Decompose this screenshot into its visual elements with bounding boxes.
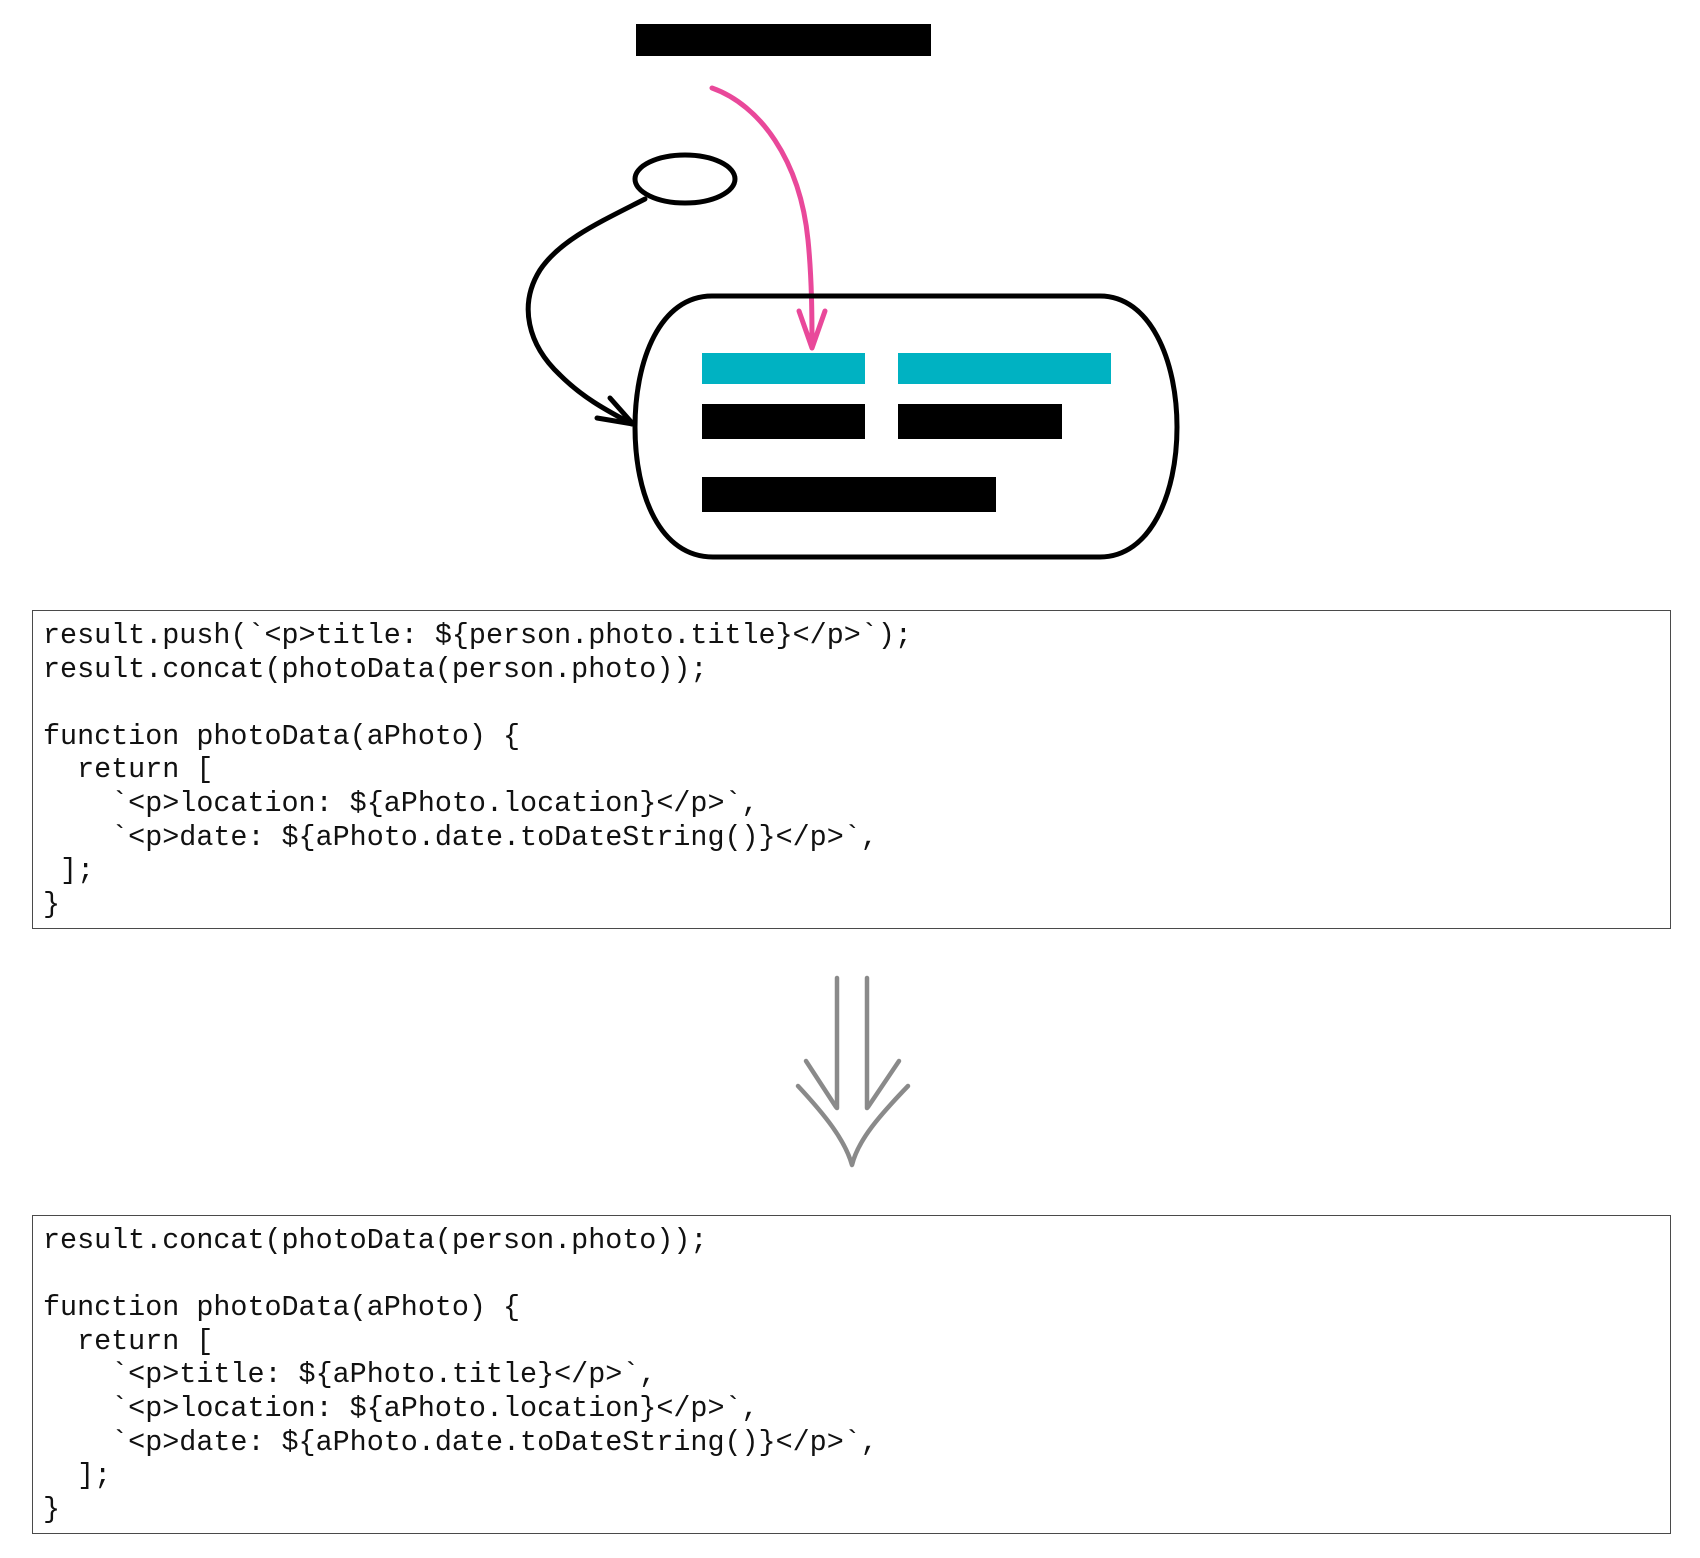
- function-statement-bar: [702, 477, 996, 512]
- code-line: function photoData(aPhoto) {: [43, 1291, 521, 1325]
- code-line: result.concat(photoData(person.photo));: [43, 652, 708, 686]
- arrow-inner-chevron-right: [865, 1058, 902, 1110]
- code-line: [43, 686, 1670, 720]
- function-statement-bar: [702, 404, 865, 439]
- code-line: }: [43, 1492, 61, 1526]
- code-line: `<p>title: ${aPhoto.title}</p>`,: [43, 1358, 657, 1392]
- code-line: ];: [43, 1459, 112, 1493]
- code-line: ];: [43, 854, 95, 888]
- code-line: function photoData(aPhoto) {: [43, 719, 521, 753]
- code-line: result.push(`<p>title: ${person.photo.ti…: [43, 619, 912, 652]
- code-after-block: result.concat(photoData(person.photo)); …: [32, 1215, 1671, 1534]
- move-arrowhead-icon: [796, 308, 828, 351]
- code-line: result.concat(photoData(person.photo));: [43, 1224, 708, 1257]
- code-before-block: result.push(`<p>title: ${person.photo.ti…: [32, 610, 1671, 929]
- move-statements-diagram: [525, 24, 1180, 560]
- function-container: [632, 293, 1180, 560]
- arrow-outer-chevron: [795, 1083, 911, 1168]
- code-line: return [: [43, 1324, 214, 1358]
- code-line: `<p>location: ${aPhoto.location}</p>`,: [43, 786, 759, 820]
- call-arrowhead-icon: [594, 395, 636, 427]
- code-line: [43, 1258, 1670, 1292]
- inserted-statement-bar: [702, 353, 865, 384]
- transform-down-arrow-icon: [795, 975, 911, 1168]
- code-line: `<p>location: ${aPhoto.location}</p>`,: [43, 1391, 759, 1425]
- call-arrow-icon: [525, 196, 648, 427]
- function-statement-bar: [898, 353, 1111, 384]
- code-line: }: [43, 887, 61, 921]
- function-statement-bar: [898, 404, 1062, 439]
- code-line: return [: [43, 753, 214, 787]
- code-line: `<p>date: ${aPhoto.date.toDateString()}<…: [43, 820, 878, 854]
- arrow-inner-chevron-left: [803, 1058, 839, 1110]
- move-arrow-icon: [709, 85, 815, 349]
- moved-statement-bar: [636, 24, 931, 56]
- call-site-ellipse: [632, 152, 738, 206]
- code-line: `<p>date: ${aPhoto.date.toDateString()}<…: [43, 1425, 878, 1459]
